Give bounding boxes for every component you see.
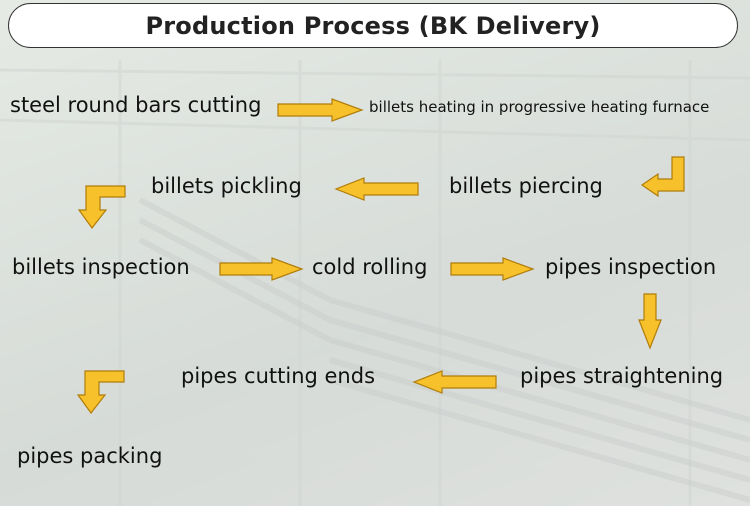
step-pipes-straightening: pipes straightening (520, 364, 724, 388)
step-billets-heating: billets heating in progressive heating f… (369, 98, 710, 116)
step-billets-inspection: billets inspection (12, 255, 190, 279)
arrow-left-down-elbow-icon (78, 185, 126, 230)
step-steel-round-bars-cutting: steel round bars cutting (10, 93, 262, 117)
arrow-right-icon (450, 257, 535, 281)
arrow-down-icon (638, 293, 662, 350)
step-cold-rolling: cold rolling (312, 255, 428, 279)
arrow-down-left-elbow-icon (640, 156, 685, 197)
arrow-left-down-elbow-icon (77, 370, 125, 415)
title-banner: Production Process (BK Delivery) (8, 3, 738, 48)
step-billets-piercing: billets piercing (449, 174, 603, 198)
step-billets-pickling: billets pickling (151, 174, 302, 198)
step-pipes-packing: pipes packing (17, 444, 163, 468)
page-title: Production Process (BK Delivery) (145, 11, 601, 40)
arrow-right-icon (219, 257, 304, 281)
arrow-left-icon (412, 370, 497, 394)
step-pipes-inspection: pipes inspection (545, 255, 717, 279)
arrow-right-icon (277, 98, 364, 122)
step-pipes-cutting-ends: pipes cutting ends (181, 364, 376, 388)
arrow-left-icon (334, 177, 419, 201)
